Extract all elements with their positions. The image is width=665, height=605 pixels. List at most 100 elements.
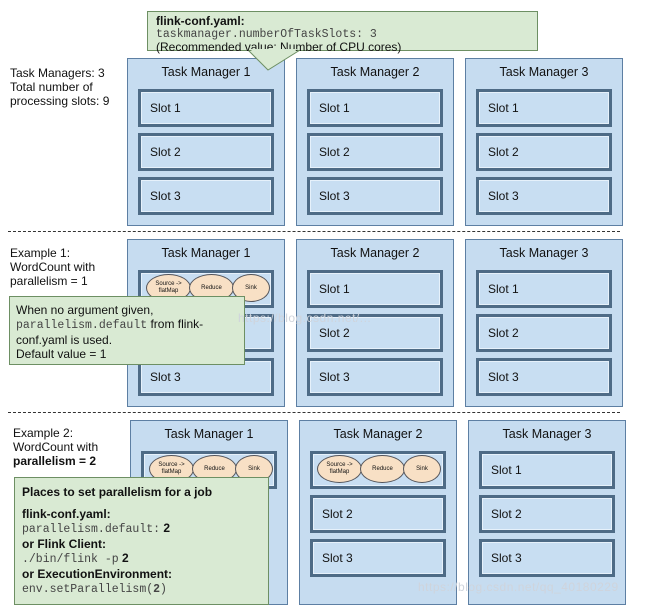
callout-heading: or Flink Client:	[22, 537, 106, 551]
section2-label-line: Example 1:	[10, 246, 71, 260]
task-manager-3: Task Manager 3 Slot 1 Slot 2 Slot 3	[465, 58, 623, 226]
slot: Slot 1	[307, 89, 443, 127]
slot: Slot 3	[138, 177, 274, 215]
slot-label: Slot 1	[310, 273, 440, 305]
slot-label: Slot 3	[479, 361, 609, 393]
callout-pointer-cover	[250, 49, 298, 68]
slot: Slot 1	[307, 270, 443, 308]
task-manager-title: Task Manager 3	[499, 65, 589, 79]
callout-line: Default value = 1	[16, 347, 107, 361]
slot-label: Slot 2	[479, 136, 609, 168]
section1-label-line: Task Managers: 3	[10, 66, 105, 80]
callout-title: Places to set parallelism for a job	[22, 485, 213, 499]
section2-label-line: parallelism = 1	[10, 274, 88, 288]
section2-label-line: WordCount with	[10, 260, 96, 274]
operator-reduce: Reduce	[360, 455, 405, 483]
watermark: https://blog.csdn.net/qq_40180229	[418, 580, 619, 594]
slot-label: Slot 3	[479, 180, 609, 212]
task-manager-3: Task Manager 3 Slot 1 Slot 2 Slot 3	[465, 239, 623, 407]
slot-label: Slot 1	[479, 273, 609, 305]
task-manager-title: Task Manager 2	[330, 246, 420, 260]
slot: Slot 1	[476, 270, 612, 308]
task-manager-2: Task Manager 2 Slot 1 Slot 2 Slot 3	[296, 239, 454, 407]
slot: Slot 2	[476, 133, 612, 171]
section-divider	[8, 412, 620, 413]
callout-code: parallelism.default:	[22, 523, 161, 536]
config-callout-code: taskmanager.numberOfTaskSlots: 3	[156, 28, 377, 41]
operator-source-flatmap: Source -> flatMap	[317, 455, 362, 483]
callout-code: env.setParallelism(	[22, 583, 154, 596]
slot: Slot 3	[479, 539, 615, 577]
callout-line: When no argument given,	[16, 303, 154, 317]
slot: Slot 2	[479, 495, 615, 533]
slot-label: Slot 3	[141, 180, 271, 212]
slot-label: Slot 2	[310, 317, 440, 349]
task-manager-title: Task Manager 1	[161, 65, 251, 79]
slot-label: Slot 2	[479, 317, 609, 349]
slot-label: Slot 3	[313, 542, 443, 574]
operator-sink: Sink	[232, 274, 270, 302]
callout-code: parallelism.default	[16, 319, 148, 332]
slot-label: Slot 2	[313, 498, 443, 530]
slot-label: Slot 2	[141, 136, 271, 168]
slot-label: Slot 3	[482, 542, 612, 574]
callout-value: 2	[153, 583, 161, 596]
config-callout-title: flink-conf.yaml:	[156, 14, 245, 28]
slot: Slot 2	[476, 314, 612, 352]
task-manager-3: Task Manager 3 Slot 1 Slot 2 Slot 3	[468, 420, 626, 605]
slot-label: Slot 3	[310, 361, 440, 393]
slot: Slot 3	[307, 177, 443, 215]
task-manager-2: Task Manager 2 Slot 2 Slot 3	[299, 420, 457, 605]
callout-heading: flink-conf.yaml:	[22, 507, 111, 521]
config-callout-note: (Recommended value: Number of CPU cores)	[156, 40, 402, 54]
operator-chain: Source -> flatMap Reduce Sink	[317, 455, 442, 483]
callout-code: ./bin/flink -p	[22, 553, 119, 566]
section-divider	[8, 231, 620, 232]
slot: Slot 1	[479, 451, 615, 489]
callout-code: )	[160, 583, 167, 596]
slot: Slot 3	[476, 358, 612, 396]
task-manager-title: Task Manager 2	[333, 427, 423, 441]
slot-label: Slot 2	[482, 498, 612, 530]
config-callout: flink-conf.yaml: taskmanager.numberOfTas…	[147, 11, 538, 54]
slot: Slot 3	[476, 177, 612, 215]
parallelism-settings-callout: Places to set parallelism for a job flin…	[14, 477, 269, 605]
slot: Slot 1	[476, 89, 612, 127]
callout-value: 2	[163, 521, 171, 535]
section1-label: Task Managers: 3 Total number of process…	[10, 66, 109, 108]
callout-value: 2	[121, 551, 129, 565]
default-parallelism-callout: When no argument given, parallelism.defa…	[9, 296, 245, 365]
task-manager-2: Task Manager 2 Slot 1 Slot 2 Slot 3	[296, 58, 454, 226]
task-manager-title: Task Manager 2	[330, 65, 420, 79]
section3-label: Example 2: WordCount with parallelism = …	[13, 426, 98, 468]
section3-label-line: Example 2:	[13, 426, 74, 440]
slot-label: Slot 1	[141, 92, 271, 124]
slot-label: Slot 2	[310, 136, 440, 168]
operator-chain: Source -> flatMap Reduce Sink	[146, 274, 271, 302]
slot-label: Slot 1	[482, 454, 612, 486]
operator-sink: Sink	[403, 455, 441, 483]
section2-label: Example 1: WordCount with parallelism = …	[10, 246, 95, 288]
slot-label: Slot 1	[479, 92, 609, 124]
callout-line: conf.yaml is used.	[16, 333, 113, 347]
section1-label-line: processing slots: 9	[10, 94, 110, 108]
slot: Slot 3	[310, 539, 446, 577]
task-manager-title: Task Manager 1	[164, 427, 254, 441]
callout-heading: or ExecutionEnvironment:	[22, 567, 173, 581]
callout-text: from flink-	[147, 317, 204, 331]
watermark: https://blog.csdn.net/...	[238, 311, 372, 325]
task-manager-title: Task Manager 3	[499, 246, 589, 260]
slot-label: Slot 3	[141, 361, 271, 393]
slot: Slot 2	[307, 133, 443, 171]
slot-label: Slot 1	[310, 92, 440, 124]
slot: Slot 3	[307, 358, 443, 396]
section3-label-line: WordCount with	[13, 440, 99, 454]
task-manager-title: Task Manager 3	[502, 427, 592, 441]
task-manager-1: Task Manager 1 Slot 1 Slot 2 Slot 3	[127, 58, 285, 226]
slot: Slot 2	[138, 133, 274, 171]
slot: Slot 2	[310, 495, 446, 533]
slot: Slot 2	[307, 314, 443, 352]
slot-label: Slot 3	[310, 180, 440, 212]
slot: Slot 1	[138, 89, 274, 127]
task-manager-title: Task Manager 1	[161, 246, 251, 260]
